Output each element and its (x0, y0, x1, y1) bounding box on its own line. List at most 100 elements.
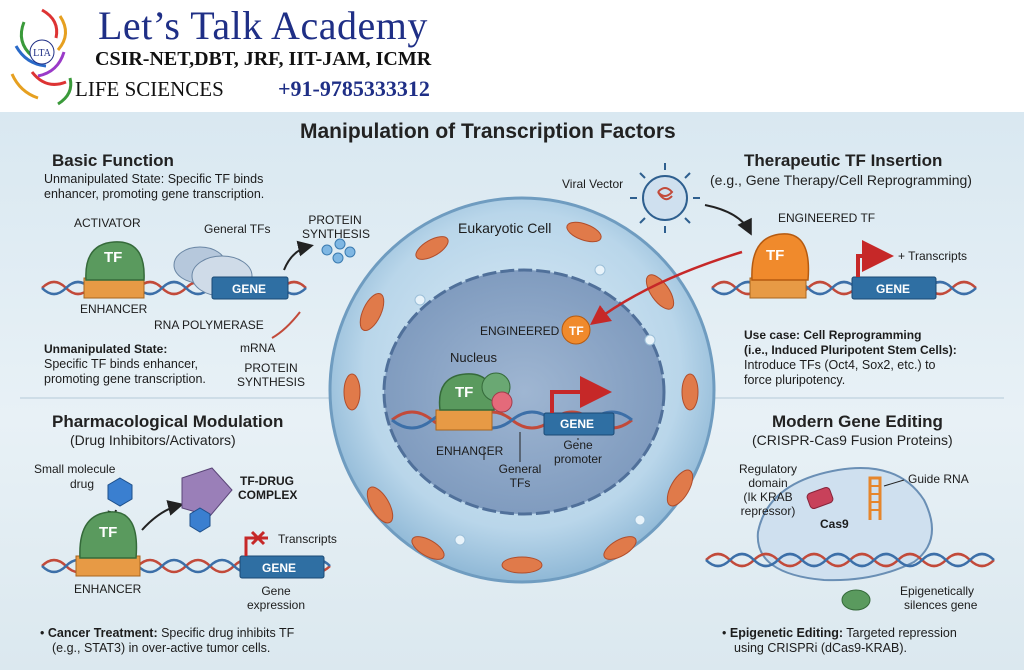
engineered-tf-label: ENGINEERED TF (778, 211, 876, 225)
mrna-strand (271, 311, 301, 339)
protein-label-2: PROTEIN (244, 361, 298, 375)
use-case-line2: (i.e., Induced Pluripotent Stem Cells): (744, 343, 957, 357)
therapeutic-subtitle: (e.g., Gene Therapy/Cell Reprogramming) (710, 172, 972, 188)
basic-desc-line1: Unmanipulated State: Specific TF binds (44, 172, 264, 186)
therapeutic-title: Therapeutic TF Insertion (744, 151, 943, 170)
synthesis-label: SYNTHESIS (301, 227, 370, 241)
engineered-tf-shape (751, 233, 810, 281)
epigenetic-bullet-line2: using CRISPRi (dCas9-KRAB). (734, 641, 907, 655)
basic-tf-green (85, 241, 145, 281)
editing-subtitle: (CRISPR-Cas9 Fusion Proteins) (752, 432, 953, 448)
cell-gene-label: GENE (560, 417, 595, 431)
synthesis-label-2: SYNTHESIS (236, 375, 305, 389)
cas9-label: Cas9 (820, 517, 849, 531)
basic-desc-line2: enhancer, promoting gene transcription. (44, 187, 265, 201)
basic-note-line2: promoting gene transcription. (44, 372, 206, 386)
basic-tf-label: TF (104, 249, 123, 266)
drug-hexagon-icon (107, 477, 133, 507)
logo-text: LTA (33, 48, 51, 59)
basic-enhancer-block (83, 277, 145, 299)
protein-label: PROTEIN (308, 213, 362, 227)
subject-label: LIFE SCIENCES (75, 77, 224, 101)
basic-note-line1: Specific TF binds enhancer, (44, 357, 199, 371)
plus-transcripts-label: + Transcripts (898, 249, 968, 263)
main-title: Manipulation of Transcription Factors (300, 120, 676, 143)
cell-general-label: General (498, 462, 542, 476)
pharma-gene-label: GENE (262, 561, 297, 575)
cancer-bullet-line2: (e.g., STAT3) in over-active tumor cells… (52, 641, 271, 655)
academy-title: Let’s Talk Academy (98, 3, 428, 48)
minus-transcripts-label: Transcripts (278, 532, 337, 546)
small-molecule-label: Small molecule (34, 462, 116, 476)
basic-gene-label: GENE (232, 282, 267, 296)
repressor-label: repressor) (740, 504, 796, 518)
use-case-title: Use case: Cell Reprogramming (744, 328, 922, 342)
silences-gene-label: silences gene (904, 598, 978, 612)
therapeutic-tf-label: TF (766, 247, 785, 264)
basic-enhancer-label: ENHANCER (80, 302, 148, 316)
pharma-enhancer-label: ENHANCER (74, 582, 142, 596)
pharma-tf-label: TF (99, 524, 118, 541)
epigenetically-label: Epigenetically (900, 584, 975, 598)
viral-vector-label: Viral Vector (562, 177, 624, 191)
cell-transcription-arrow (550, 376, 612, 413)
header-banner: LTA Let’s Talk Academy CSIR-NET,DBT, JRF… (0, 0, 1024, 112)
cell-general-tf-2 (491, 391, 513, 413)
cell-engineered-tf (561, 315, 591, 345)
tf-drug-label: TF-DRUG (240, 474, 294, 488)
guide-rna-rungs (870, 485, 880, 511)
pharma-enhancer-block (75, 555, 141, 577)
cancer-bullet-line1: • Cancer Treatment: Specific drug inhibi… (40, 626, 295, 640)
phone-number[interactable]: +91-9785333312 (278, 76, 430, 101)
cross-icon (250, 530, 266, 546)
regulatory-label: Regulatory (738, 462, 798, 476)
cell-gene-text: Gene (563, 438, 593, 452)
use-case-line4: force pluripotency. (744, 373, 846, 387)
use-case-line3: Introduce TFs (Oct4, Sox2, etc.) to (744, 358, 936, 372)
editing-dna (705, 552, 995, 568)
guide-rna-stem (868, 476, 882, 520)
therapeutic-gene-label: GENE (876, 282, 911, 296)
general-tfs-label: General TFs (204, 222, 271, 236)
therapeutic-enhancer-block (749, 277, 807, 299)
gene-expression-line2: expression (246, 598, 306, 612)
cell-title: Eukaryotic Cell (458, 220, 552, 236)
guide-rna-pointer (883, 479, 905, 487)
activator-label: ACTIVATOR (74, 216, 141, 230)
cell-tf-label: TF (455, 384, 474, 401)
basic-gene-block (211, 276, 289, 300)
krab-domain-shape (806, 487, 834, 509)
blocked-transcription-arrow (244, 536, 268, 556)
virus-icon (630, 163, 700, 233)
therapeutic-transcription-arrow (856, 240, 894, 277)
epigenetic-mark-shape (841, 589, 871, 611)
pharma-gene-block (239, 555, 325, 579)
pharma-tf-green (79, 511, 138, 559)
cell-engineered-tf-label: TF (569, 324, 584, 338)
basic-title: Basic Function (52, 151, 174, 170)
nucleus (382, 268, 666, 516)
domain-label: domain (748, 476, 788, 490)
editing-title: Modern Gene Editing (772, 412, 943, 431)
gene-expression-line1: Gene (261, 584, 291, 598)
eukaryotic-cell (328, 196, 716, 584)
nucleus-label: Nucleus (450, 350, 497, 365)
complex-arrow (141, 500, 184, 531)
pharma-title: Pharmacological Modulation (52, 412, 284, 431)
academy-logo: LTA (10, 8, 73, 106)
protein-arrow (283, 240, 314, 271)
cell-gene-block (543, 412, 615, 436)
drug-label: drug (70, 477, 95, 491)
complex-label: COMPLEX (238, 488, 298, 502)
exam-list: CSIR-NET,DBT, JRF, IIT-JAM, ICMR (95, 48, 432, 70)
protein-dots (321, 238, 356, 264)
epigenetic-bullet-line1: • Epigenetic Editing: Targeted repressio… (722, 626, 957, 640)
cell-tfs-label: TFs (509, 476, 531, 490)
cell-enhancer-label: ENHANCER (436, 444, 504, 458)
guide-rna-label: Guide RNA (908, 472, 969, 486)
therapeutic-gene-block (851, 276, 937, 300)
cas9-protein-shape (756, 467, 933, 582)
viral-arrow (704, 204, 752, 236)
